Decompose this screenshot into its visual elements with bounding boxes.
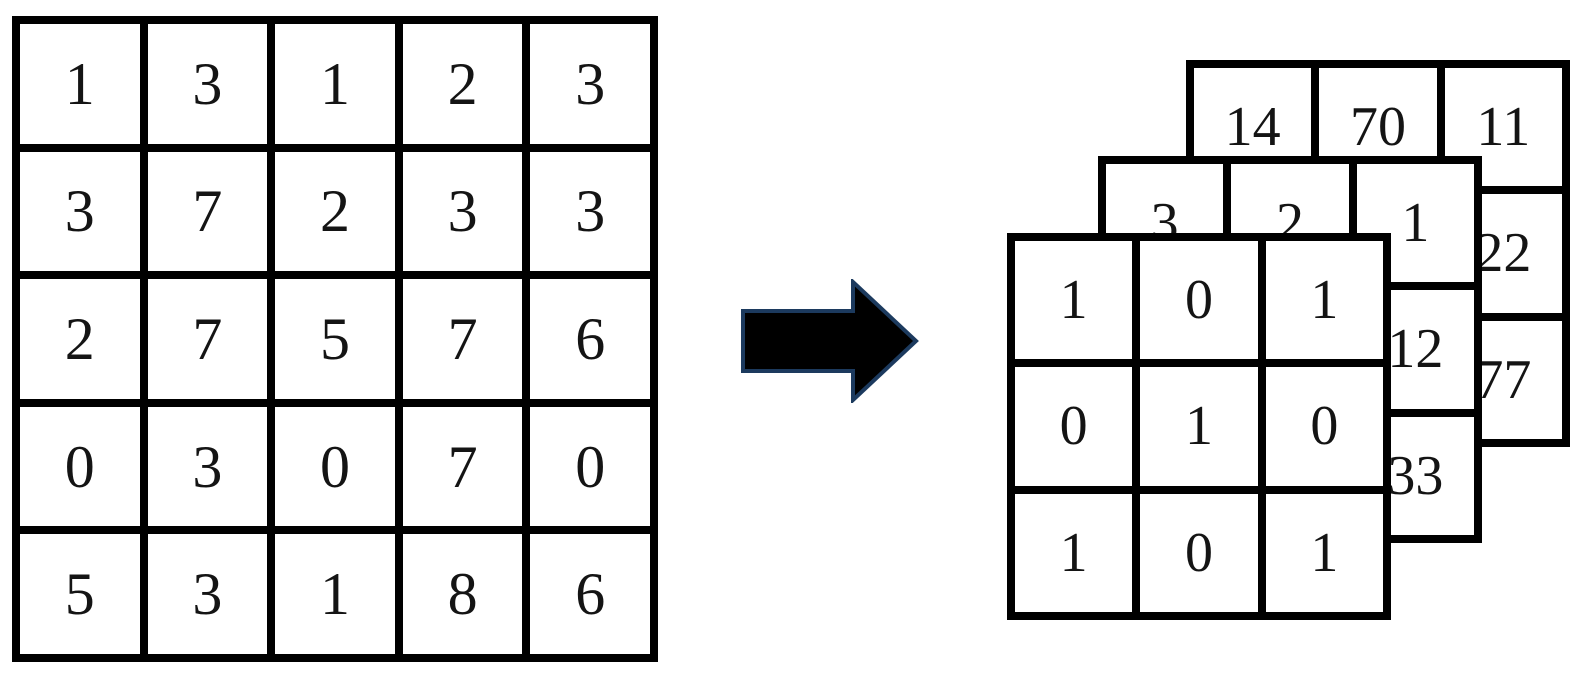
input-matrix-cell: 1 [271,20,399,148]
input-matrix-cell: 6 [526,530,654,658]
input-matrix-cell: 3 [143,402,272,531]
input-matrix-cell: 3 [398,147,527,276]
feature-map-back-cell: 11 [1440,64,1566,191]
kernel-matrix-cell: 1 [1011,237,1137,364]
kernel-matrix-cell: 0 [1136,237,1262,364]
input-matrix-cell: 7 [398,402,527,531]
input-matrix-cell: 0 [16,402,144,531]
input-matrix-cell: 2 [16,275,144,403]
kernel-matrix-cell: 1 [1136,363,1262,490]
input-matrix-cell: 7 [143,147,272,276]
input-matrix-cell: 5 [16,530,144,658]
kernel-matrix-cell: 0 [1261,363,1387,490]
input-matrix-cell: 8 [398,530,527,658]
input-matrix-cell: 1 [16,20,144,148]
input-matrix-cell: 7 [143,275,272,403]
input-matrix-cell: 0 [526,402,654,531]
kernel-matrix-front: 1 0 1 0 1 0 1 0 1 [1007,233,1391,620]
input-matrix-cell: 1 [271,530,399,658]
input-matrix-cell: 3 [143,530,272,658]
kernel-matrix-cell: 1 [1261,237,1387,364]
input-matrix-cell: 2 [398,20,527,148]
input-matrix-cell: 3 [143,20,272,148]
input-matrix-cell: 3 [526,20,654,148]
right-arrow-icon [741,277,919,405]
kernel-matrix-cell: 1 [1011,489,1137,616]
input-matrix-cell: 6 [526,275,654,403]
kernel-matrix-cell: 1 [1261,489,1387,616]
kernel-matrix-cell: 0 [1011,363,1137,490]
input-matrix-cell: 3 [16,147,144,276]
input-matrix-cell: 7 [398,275,527,403]
input-matrix: 1 3 1 2 3 3 7 2 3 3 2 7 5 7 6 0 3 0 7 0 … [12,16,658,662]
input-matrix-cell: 2 [271,147,399,276]
input-matrix-cell: 5 [271,275,399,403]
input-matrix-cell: 3 [526,147,654,276]
kernel-matrix-cell: 0 [1136,489,1262,616]
input-matrix-cell: 0 [271,402,399,531]
